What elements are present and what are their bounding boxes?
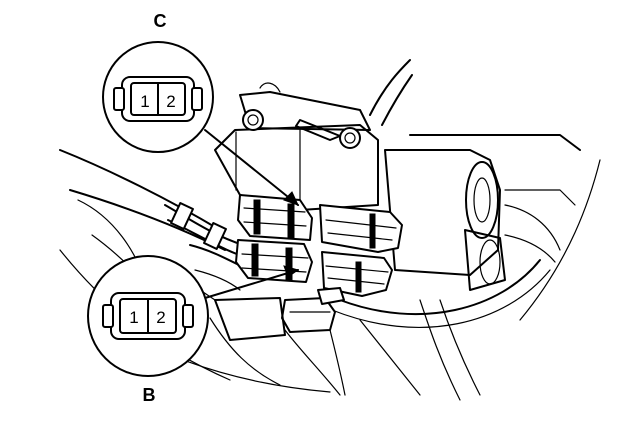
harness-clip <box>203 222 227 250</box>
connector-block-upper-right <box>319 204 403 253</box>
connector-block-lower-right <box>321 251 393 297</box>
sensor-plug <box>281 287 346 396</box>
leader-line-b <box>204 269 299 299</box>
pin-1-label-b: 1 <box>129 308 138 327</box>
callout-c: 1 2 C <box>102 11 299 206</box>
bolt-head <box>339 127 361 149</box>
leader-arrow-c <box>283 191 299 206</box>
pin-1-label-c: 1 <box>140 92 149 111</box>
bolt-head <box>242 109 264 131</box>
connector-block-lower-left <box>235 239 313 283</box>
leader-arrow-b <box>283 265 300 278</box>
callout-b: 1 2 B <box>87 255 300 405</box>
connector-face-c <box>113 76 203 122</box>
harness-clip <box>170 202 194 230</box>
connector-block-upper-left <box>237 194 313 241</box>
leader-line-c <box>204 129 299 206</box>
pin-2-label-b: 2 <box>156 308 165 327</box>
pin-2-label-c: 2 <box>166 92 175 111</box>
connector-face-b <box>102 292 194 340</box>
callout-label-b: B <box>143 385 156 405</box>
cylinder-end <box>465 161 499 239</box>
callout-label-c: C <box>154 11 167 31</box>
